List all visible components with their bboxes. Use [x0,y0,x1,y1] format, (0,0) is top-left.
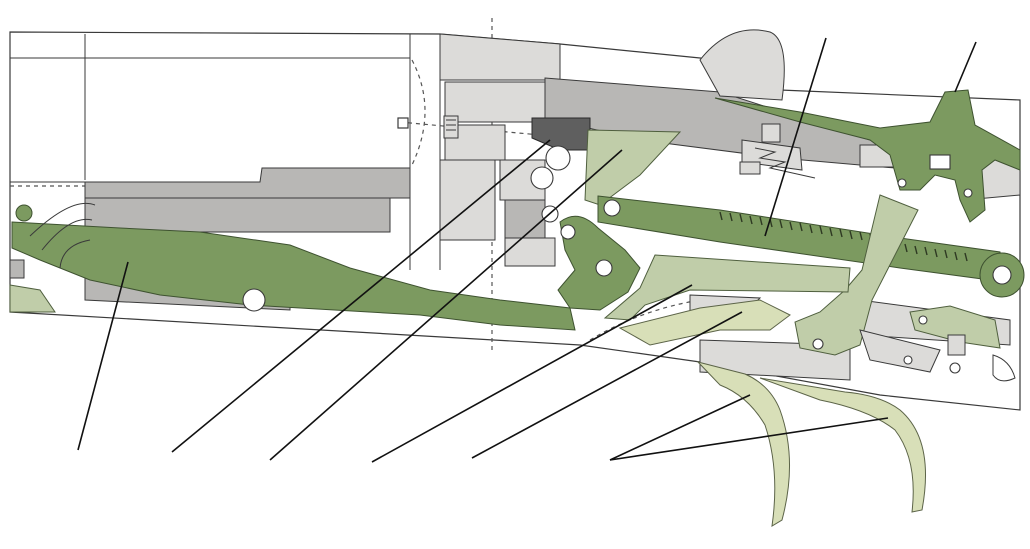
hammer-arc [589,299,701,341]
rear-trigger [759,377,927,513]
leader-line-6a [609,394,751,461]
cocking-lever [11,221,576,331]
top-lever [714,89,1021,223]
hammer-pivot [560,224,576,240]
cocking-dog [584,129,682,206]
ejector-arc [29,202,96,237]
front-trigger [696,361,791,527]
leader-line-3 [269,149,623,461]
leader-line-4 [371,284,693,463]
barrel-lump [84,197,391,233]
striker-block [444,81,546,123]
hammer-hole [595,259,613,277]
sear-bar [794,194,919,356]
intercepting-sear [909,305,1001,349]
leader-line-5 [471,311,743,459]
trigger-blade-bar [618,299,791,346]
leader-line-2 [171,139,551,453]
leader-line-8 [954,41,977,93]
leader-line-6b [609,417,889,461]
lever-tip [15,204,33,222]
leader-lines [77,37,977,463]
leader-line-1 [77,261,129,451]
leader-line-7 [764,37,827,237]
top-lever-housing [699,29,785,101]
breech-arc [411,59,426,166]
lever-pivot [242,288,266,312]
